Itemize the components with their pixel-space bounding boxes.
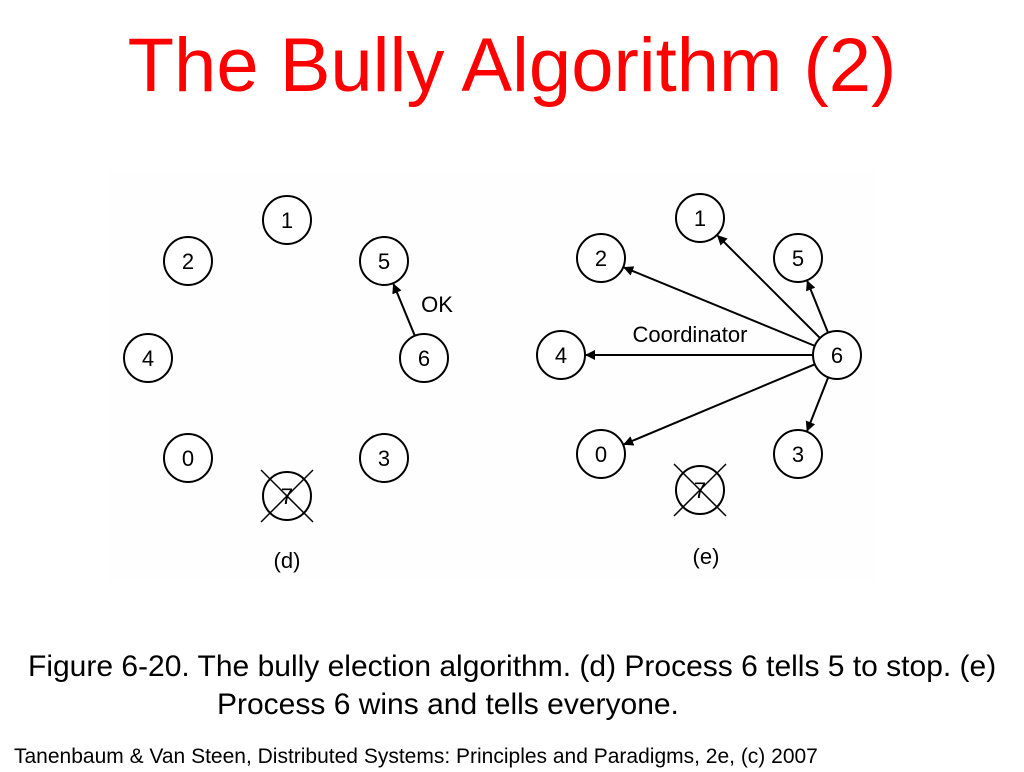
citation-footer: Tanenbaum & Van Steen, Distributed Syste… xyxy=(14,745,818,768)
message-arrow-e-6-to-5 xyxy=(806,280,829,334)
message-arrow-e-6-to-2 xyxy=(623,266,816,347)
labels-layer: OK (d) Coordinator (e) xyxy=(274,292,748,573)
process-node-d-6: 6 xyxy=(399,333,449,383)
message-arrow-e-6-to-3 xyxy=(805,376,830,432)
process-node-d-5: 5 xyxy=(359,236,409,286)
process-node-d-7: 7 xyxy=(260,469,314,523)
process-id-label: 6 xyxy=(831,343,843,368)
process-node-e-7: 7 xyxy=(673,463,727,517)
process-id-label: 5 xyxy=(378,249,390,274)
process-node-d-2: 2 xyxy=(163,236,213,286)
crashed-cross-mark xyxy=(260,469,314,523)
process-node-e-1: 1 xyxy=(675,193,725,243)
message-arrow-d-6-to-5 xyxy=(392,283,416,337)
slide-title: The Bully Algorithm (2) xyxy=(127,23,897,108)
process-id-label: 0 xyxy=(182,446,194,471)
message-arrow-e-6-to-1 xyxy=(716,234,821,339)
process-node-e-5: 5 xyxy=(773,233,823,283)
nodes-layer: 1 2 5 4 6 0 3 7 1 2 5 4 6 0 3 7 xyxy=(123,193,862,523)
process-node-e-0: 0 xyxy=(576,429,626,479)
diagram-canvas: 1 2 5 4 6 0 3 7 1 2 5 4 6 0 3 7 OK (d) Coordinator (e) xyxy=(123,193,862,573)
message-arrow-e-6-to-0 xyxy=(623,363,816,446)
process-node-e-6: 6 xyxy=(812,330,862,380)
process-node-e-3: 3 xyxy=(773,429,823,479)
process-id-label: 2 xyxy=(182,249,194,274)
process-node-e-4: 4 xyxy=(536,330,586,380)
process-id-label: 5 xyxy=(792,246,804,271)
panel-label-d: (d) xyxy=(274,548,301,573)
process-node-d-4: 4 xyxy=(123,333,173,383)
process-id-label: 6 xyxy=(418,346,430,371)
process-id-label: 2 xyxy=(595,246,607,271)
message-label-e-3: Coordinator xyxy=(633,322,748,347)
process-id-label: 1 xyxy=(281,208,293,233)
process-node-d-1: 1 xyxy=(262,195,312,245)
process-id-label: 0 xyxy=(595,442,607,467)
panel-label-e: (e) xyxy=(693,544,720,569)
process-id-label: 1 xyxy=(694,206,706,231)
process-id-label: 4 xyxy=(555,343,567,368)
process-node-e-2: 2 xyxy=(576,233,626,283)
message-label-d-0: OK xyxy=(421,292,453,317)
process-id-label: 4 xyxy=(142,346,154,371)
process-id-label: 3 xyxy=(792,442,804,467)
process-id-label: 3 xyxy=(378,446,390,471)
crashed-cross-mark xyxy=(673,463,727,517)
process-node-d-0: 0 xyxy=(163,433,213,483)
edges-layer xyxy=(392,234,830,446)
process-node-d-3: 3 xyxy=(359,433,409,483)
bully-diagram: 1 2 5 4 6 0 3 7 1 2 5 4 6 0 3 7 OK (d) Coordinator (e) xyxy=(110,170,874,582)
figure-caption: Figure 6-20. The bully election algorith… xyxy=(28,650,997,721)
